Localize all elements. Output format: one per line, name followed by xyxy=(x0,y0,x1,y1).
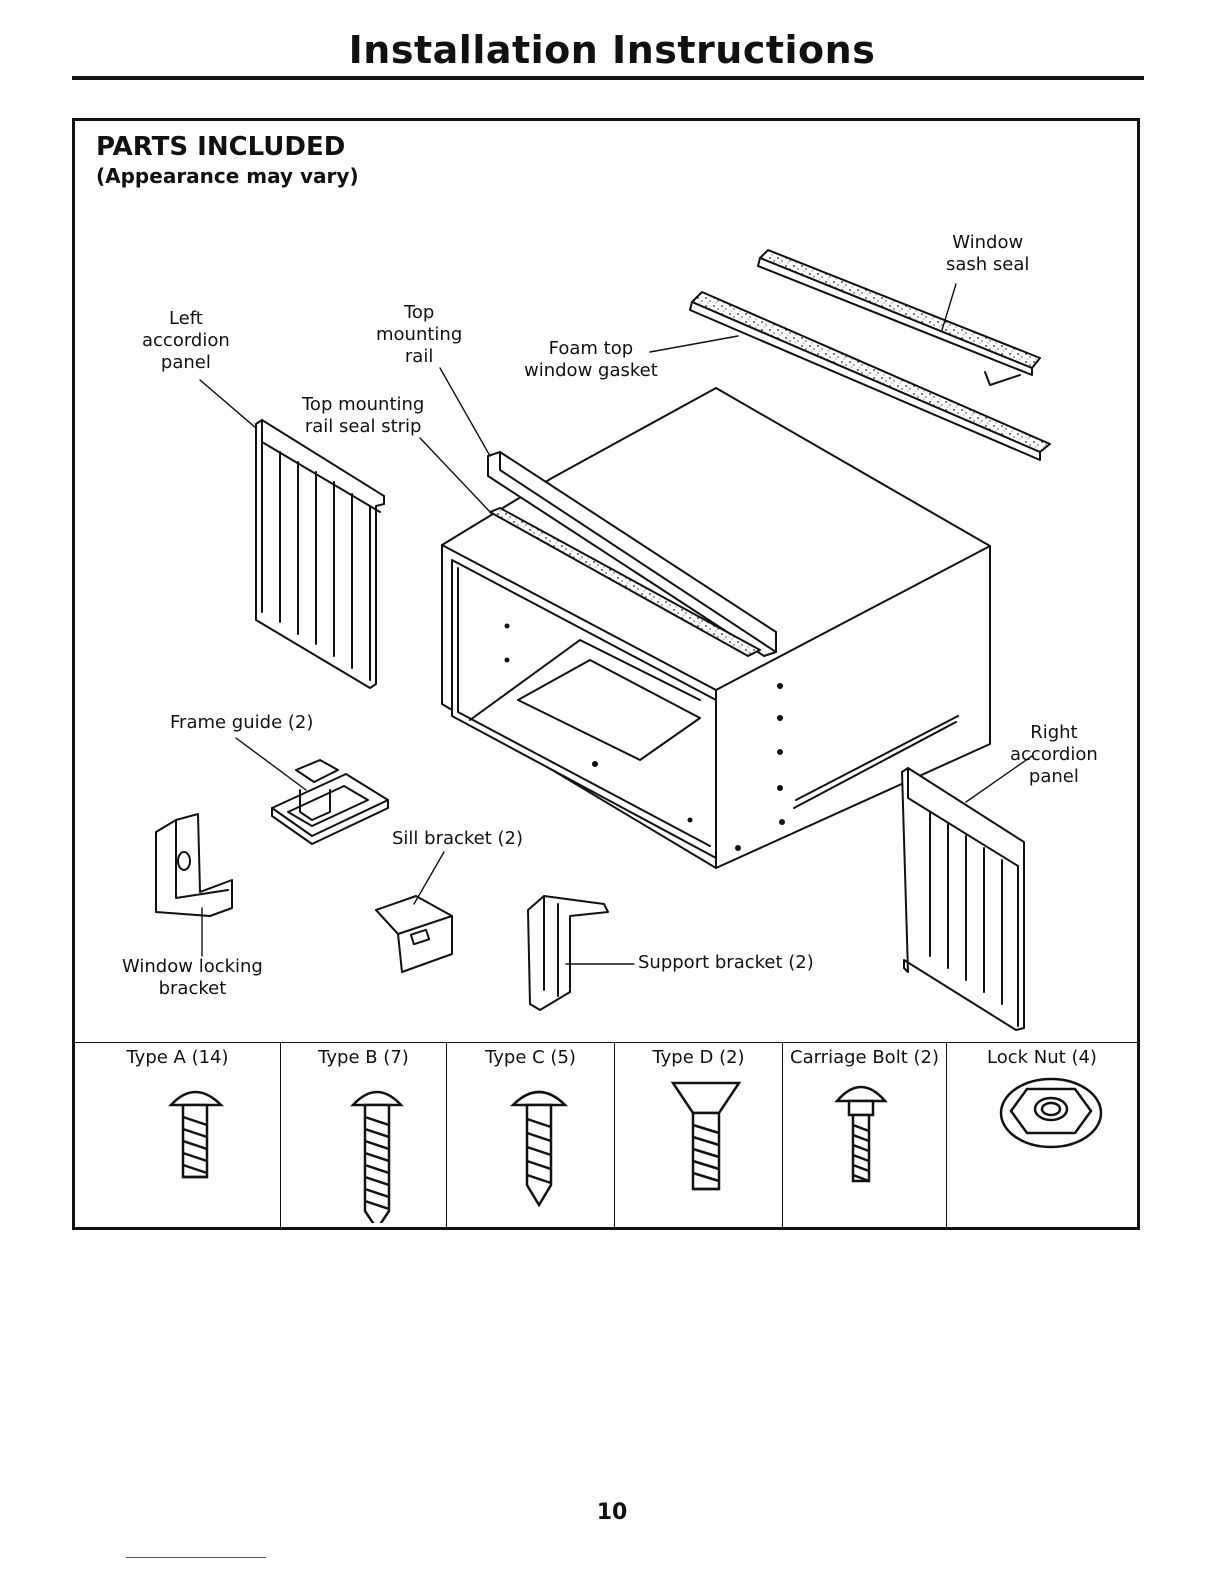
fastener-cell-carriage-bolt: Carriage Bolt (2) xyxy=(783,1043,947,1228)
top-mounting-rail-part xyxy=(487,451,777,657)
fastener-label: Type A (14) xyxy=(126,1047,229,1068)
foam-top-window-gasket-part xyxy=(689,291,1051,461)
pan-head-short-screw-icon xyxy=(168,1090,225,1179)
window-locking-bracket-part xyxy=(155,813,233,917)
window-sash-seal-label: Window sash seal xyxy=(946,232,1030,275)
right-accordion-panel-part xyxy=(901,767,1025,1031)
pan-head-long-screw-icon xyxy=(350,1090,404,1223)
top-mounting-rail-label: Top mounting rail xyxy=(376,302,463,367)
section-subheading: (Appearance may vary) xyxy=(96,164,359,188)
lock-nut-icon xyxy=(999,1077,1103,1149)
carriage-bolt-icon xyxy=(834,1085,888,1183)
window-sash-seal-part xyxy=(757,249,1041,386)
frame-guide-part xyxy=(271,759,389,845)
support-bracket-part xyxy=(527,895,609,1011)
fastener-cell-type-d: Type D (2) xyxy=(615,1043,783,1228)
parts-box xyxy=(72,118,1140,1230)
fastener-cell-type-a: Type A (14) xyxy=(75,1043,281,1228)
foam-top-window-gasket-label: Foam top window gasket xyxy=(524,338,658,381)
support-bracket-label: Support bracket (2) xyxy=(638,952,814,973)
sill-bracket-label: Sill bracket (2) xyxy=(392,828,524,849)
fastener-cell-type-c: Type C (5) xyxy=(447,1043,615,1228)
fastener-label: Type C (5) xyxy=(485,1047,576,1068)
pan-head-pointed-screw-icon xyxy=(509,1090,569,1208)
window-locking-bracket-label: Window locking bracket xyxy=(122,956,263,999)
flat-head-screw-icon xyxy=(670,1081,742,1191)
page-number: 10 xyxy=(596,1500,628,1525)
fastener-label: Type B (7) xyxy=(318,1047,409,1068)
fastener-label: Type D (2) xyxy=(652,1047,745,1068)
left-accordion-panel-part xyxy=(255,419,385,689)
fastener-table: Type A (14) Type B (7) Type C (5) xyxy=(75,1042,1137,1228)
section-heading: PARTS INCLUDED xyxy=(96,132,346,162)
fastener-cell-type-b: Type B (7) xyxy=(281,1043,447,1228)
footer-underline xyxy=(126,1557,266,1558)
fastener-label: Lock Nut (4) xyxy=(987,1047,1097,1068)
right-accordion-panel-label: Right accordion panel xyxy=(1010,722,1098,787)
fastener-label: Carriage Bolt (2) xyxy=(790,1047,939,1068)
title-rule xyxy=(72,76,1144,80)
page-title: Installation Instructions xyxy=(348,28,876,72)
sill-bracket-part xyxy=(375,895,453,973)
top-mounting-rail-seal-strip-label: Top mounting rail seal strip xyxy=(302,394,425,437)
left-accordion-panel-label: Left accordion panel xyxy=(142,308,230,373)
fastener-cell-lock-nut: Lock Nut (4) xyxy=(947,1043,1137,1228)
frame-guide-label: Frame guide (2) xyxy=(170,712,314,733)
